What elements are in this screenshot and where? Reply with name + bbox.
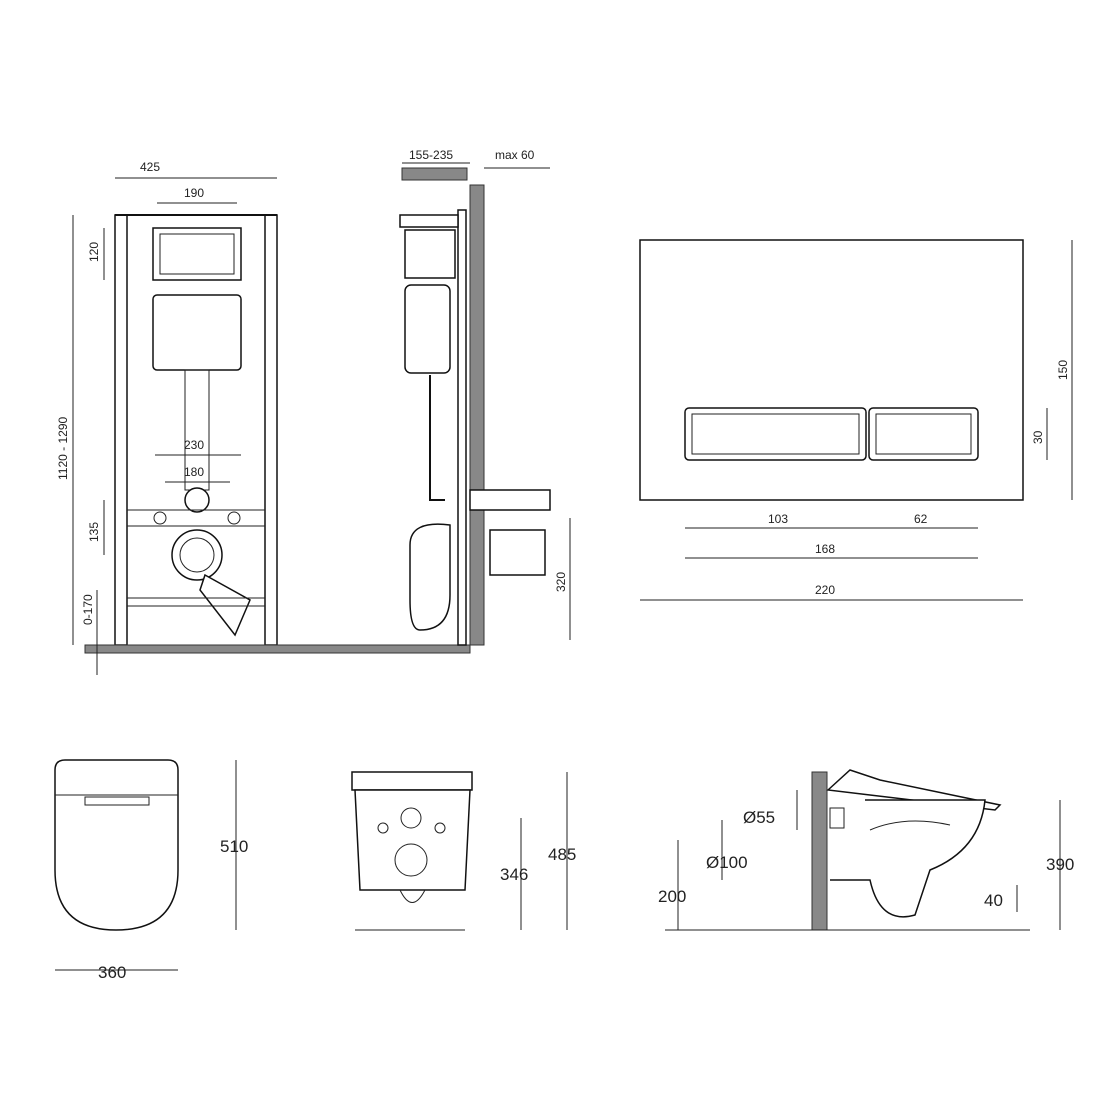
flush-plate-view: 150 30 103 62 168 220 [639,239,1073,601]
dim-height-range: 1120 - 1290 [56,417,70,480]
dim-outlet-height: 200 [658,887,686,906]
dim-mount-height: 346 [500,865,528,884]
dim-pipe-height: 320 [554,572,568,592]
dim-outlet-height: 135 [87,522,101,542]
dim-plate-height: 120 [87,242,101,262]
dim-bowl-length: 510 [220,837,248,856]
dim-outlet-outer: 230 [184,438,204,452]
dim-bowl-height: 485 [548,845,576,864]
dim-button-height: 30 [1031,430,1045,444]
frame-side-view: 155-235 max 60 320 [399,148,571,646]
dim-button-left: 103 [768,512,788,526]
dim-outlet-inner: 180 [184,465,204,479]
dim-outlet-diameter: Ø100 [706,853,748,872]
dim-wall-max: max 60 [495,148,535,162]
frame-front-view: 425 190 120 1120 - 1290 230 180 135 0-17… [56,160,471,675]
dim-inlet-diameter: Ø55 [743,808,775,827]
dim-plate-height: 150 [1056,360,1070,380]
dim-depth-range: 155-235 [409,148,453,162]
dim-plate-width: 220 [815,583,835,597]
bowl-top-view: 510 360 [54,759,248,982]
dim-frame-width: 425 [140,160,160,174]
dim-plate-width: 190 [184,186,204,200]
dim-water-depth: 40 [984,891,1003,910]
dim-rim-height: 390 [1046,855,1074,874]
bowl-side-view: Ø55 Ø100 200 40 390 [658,769,1074,931]
bowl-front-view: 485 346 [351,771,576,931]
dim-bowl-width: 360 [98,963,126,982]
dim-leg-adjust: 0-170 [81,594,95,625]
dim-buttons-total: 168 [815,542,835,556]
dim-button-right: 62 [914,512,928,526]
